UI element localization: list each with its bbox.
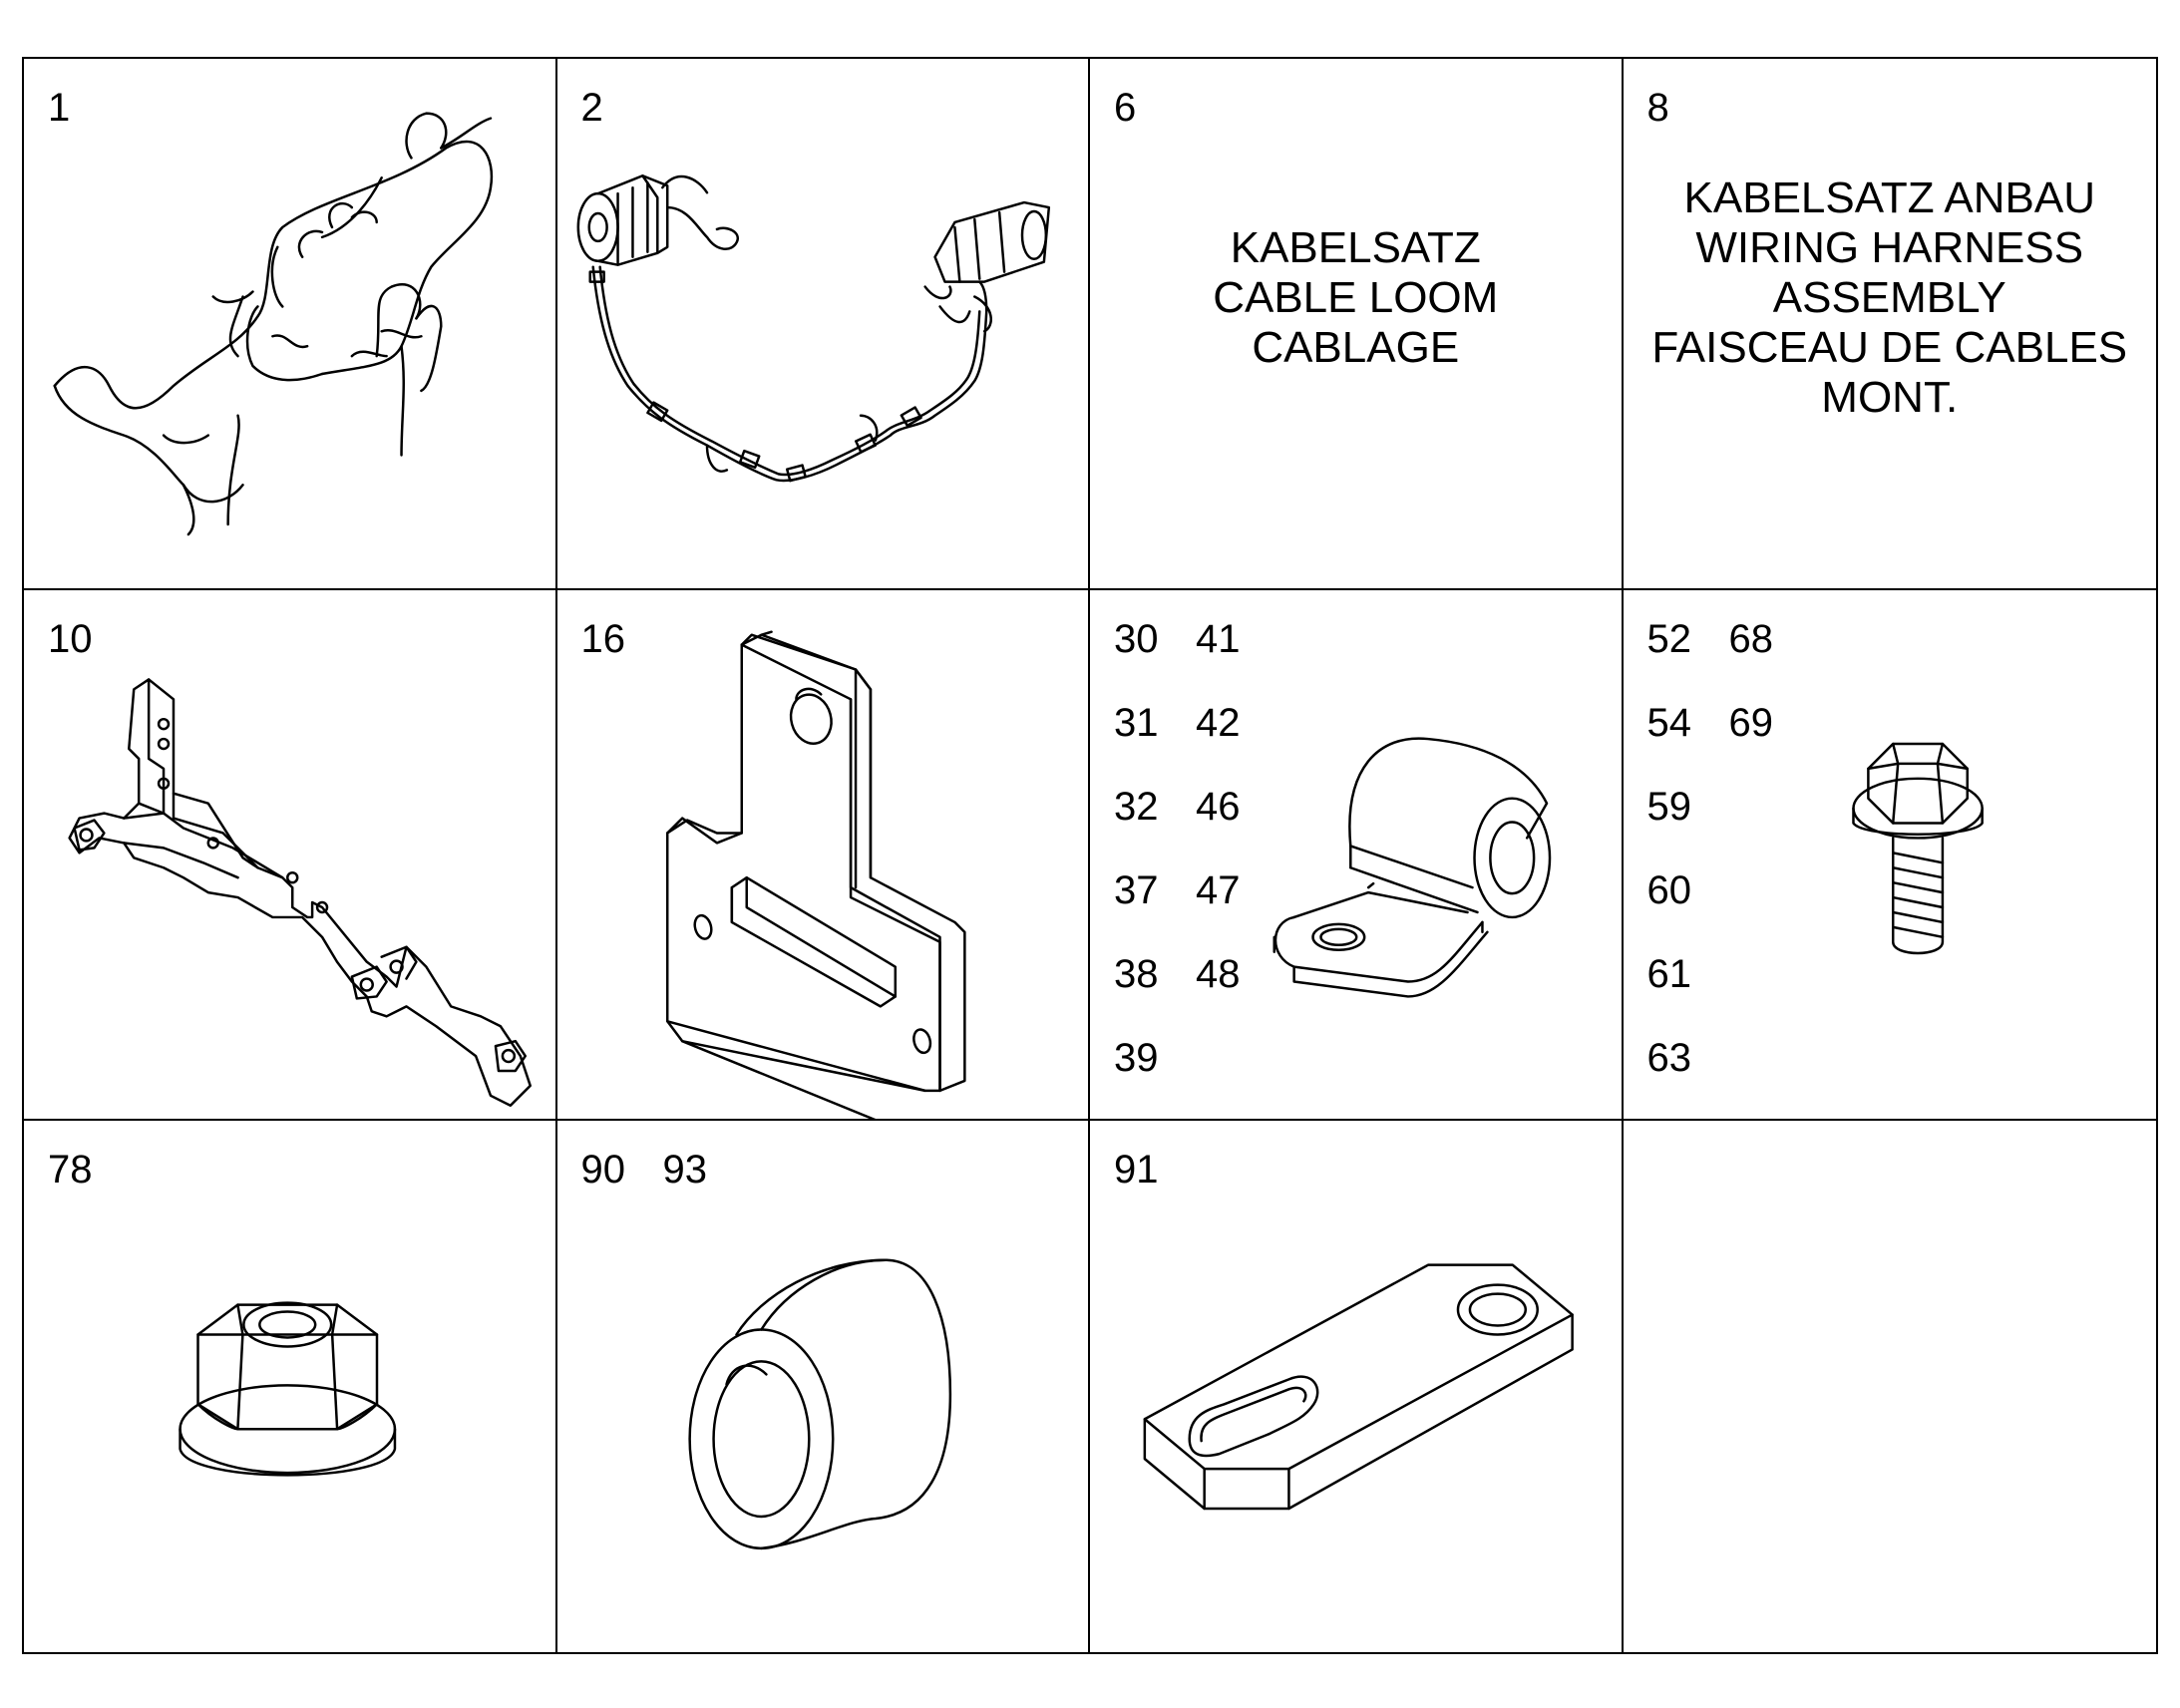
item-number: 2 <box>580 86 603 130</box>
item-number: 78 <box>48 1148 93 1193</box>
wiring-harness-icon <box>53 112 494 536</box>
item-numbers: 1 <box>48 83 211 133</box>
spacer-sleeve-icon <box>687 1258 951 1550</box>
parts-grid: 1 2 <box>22 57 2158 1654</box>
caption-line: CABLE LOOM <box>1213 273 1499 323</box>
item-number: 37 <box>1114 867 1159 912</box>
caption-line: ASSEMBLY <box>1772 273 2006 323</box>
item-number: 38 <box>1114 951 1159 996</box>
bracket-icon <box>68 677 532 1107</box>
cell-item-8: 8 KABELSATZ ANBAU WIRING HARNESS ASSEMBL… <box>1623 59 2157 590</box>
item-number: 59 <box>1646 784 1692 829</box>
item-numbers: 10 <box>48 614 211 664</box>
item-number: 68 <box>1728 616 1774 661</box>
item-numbers: 2 <box>581 83 745 133</box>
caption-line: MONT. <box>1821 373 1959 423</box>
caption-line: KABELSATZ <box>1230 223 1481 273</box>
cell-item-90: 90 93 <box>557 1121 1090 1652</box>
item-number: 39 <box>1114 1035 1159 1080</box>
item-number: 48 <box>1196 951 1241 996</box>
cell-item-91: 91 <box>1090 1121 1624 1652</box>
item-numbers: 52 68 54 69 59 60 61 63 <box>1647 614 1811 1083</box>
item-number: 10 <box>48 616 93 661</box>
item-number: 30 <box>1114 616 1159 661</box>
item-number: 32 <box>1114 784 1159 829</box>
cell-item-2: 2 <box>556 59 1090 590</box>
item-number: 63 <box>1646 1035 1692 1080</box>
item-number: 69 <box>1728 700 1774 745</box>
item-number: 8 <box>1646 86 1669 130</box>
cable-loom-with-motors-icon <box>576 174 1050 483</box>
item-number: 16 <box>580 616 626 661</box>
cell-item-1: 1 <box>24 59 557 590</box>
slotted-strap-icon <box>1143 1263 1574 1511</box>
item-numbers: 90 93 <box>581 1145 745 1195</box>
item-numbers: 6 <box>1114 83 1277 133</box>
item-number: 91 <box>1114 1148 1159 1193</box>
cell-empty <box>1624 1121 2157 1652</box>
cell-item-10: 10 <box>24 589 557 1122</box>
flange-nut-icon <box>179 1301 397 1477</box>
hex-bolt-icon <box>1851 742 1984 954</box>
part-caption: KABELSATZ CABLE LOOM CABLAGE <box>1090 59 1622 588</box>
item-number: 54 <box>1646 700 1692 745</box>
item-numbers: 91 <box>1114 1145 1277 1195</box>
pipe-clamp-icon <box>1272 737 1552 998</box>
cell-item-52: 52 68 54 69 59 60 61 63 <box>1623 590 2156 1122</box>
caption-line: CABLAGE <box>1252 323 1460 373</box>
part-caption: KABELSATZ ANBAU WIRING HARNESS ASSEMBLY … <box>1624 59 2157 588</box>
item-number: 60 <box>1646 867 1692 912</box>
caption-line: FAISCEAU DE CABLES <box>1651 323 2128 373</box>
item-number: 47 <box>1196 867 1241 912</box>
caption-line: KABELSATZ ANBAU <box>1683 173 2095 223</box>
plate-icon <box>665 630 966 1120</box>
item-number: 41 <box>1196 616 1241 661</box>
item-numbers: 78 <box>48 1145 211 1195</box>
item-number: 90 <box>580 1148 626 1193</box>
item-numbers: 30 41 31 42 32 46 37 47 38 48 39 <box>1114 614 1277 1083</box>
item-number: 42 <box>1196 700 1241 745</box>
cell-item-16: 16 <box>556 589 1090 1122</box>
item-numbers: 16 <box>581 614 745 664</box>
item-number: 6 <box>1114 86 1137 130</box>
item-number: 61 <box>1646 951 1692 996</box>
item-numbers: 8 <box>1647 83 1811 133</box>
item-number: 1 <box>48 86 71 130</box>
item-number: 93 <box>662 1148 708 1193</box>
cell-item-30: 30 41 31 42 32 46 37 47 38 48 39 <box>1090 589 1624 1122</box>
item-number: 46 <box>1196 784 1241 829</box>
item-number: 31 <box>1114 700 1159 745</box>
caption-line: WIRING HARNESS <box>1695 223 2084 273</box>
item-number: 52 <box>1646 616 1692 661</box>
cell-item-78: 78 <box>24 1121 557 1652</box>
cell-item-6: 6 KABELSATZ CABLE LOOM CABLAGE <box>1090 59 1624 590</box>
